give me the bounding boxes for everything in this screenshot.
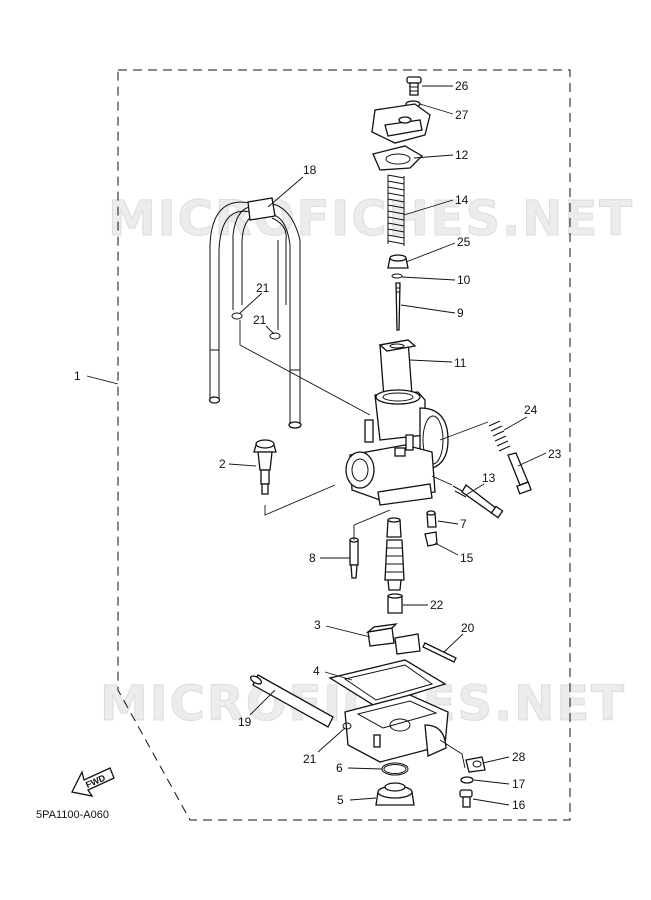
callout-22: 22 (430, 598, 444, 612)
watermark-top: MICROFICHES.NET (108, 191, 634, 247)
callout-4: 4 (313, 664, 320, 678)
part-8-pilot-jet (349, 537, 359, 579)
callout-13: 13 (482, 471, 496, 485)
part-2-throttle-stop-screw (253, 439, 277, 495)
part-26-screw (406, 76, 422, 96)
part-6-o-ring (381, 762, 409, 776)
callout-16: 16 (512, 798, 526, 812)
assembly-boundary (117, 69, 571, 821)
part-4-gasket (328, 659, 447, 707)
part-10-clip (391, 273, 403, 279)
callout-15: 15 (460, 551, 474, 565)
callout-19: 19 (238, 715, 252, 729)
callout-28: 28 (512, 750, 526, 764)
callout-10: 10 (457, 273, 471, 287)
part-14-spring (387, 174, 405, 246)
callout-17: 17 (512, 777, 526, 791)
callout-5: 5 (337, 793, 344, 807)
diagram-code: 5PA1100-A060 (36, 809, 109, 821)
part-3-float (365, 623, 421, 655)
leader-lines (86, 85, 547, 806)
callout-18: 18 (303, 163, 317, 177)
part-1-carburetor-body (345, 389, 449, 506)
callout-3: 3 (314, 618, 321, 632)
callout-12: 12 (455, 148, 469, 162)
part-float-chamber (344, 694, 449, 763)
part-17-washer (460, 776, 474, 784)
part-16-bolt (459, 789, 473, 808)
part-18-vent-hoses (208, 197, 302, 429)
part-21-clamp-lower (342, 722, 352, 730)
part-5-drain-plug (375, 782, 415, 806)
callout-2: 2 (219, 457, 226, 471)
part-25-needle-holder (387, 254, 409, 269)
callout-6: 6 (336, 761, 343, 775)
part-19-overflow-hose (249, 674, 334, 728)
callout-27: 27 (455, 108, 469, 122)
part-22-main-jet (387, 593, 403, 614)
callout-8: 8 (309, 551, 316, 565)
callout-21-upper-b: 21 (253, 313, 267, 327)
callout-23: 23 (548, 447, 562, 461)
part-13-pilot-screw (452, 484, 504, 519)
part-needle-jet (384, 517, 405, 591)
part-2-route-line (264, 484, 336, 516)
callout-26: 26 (455, 79, 469, 93)
part-24-route-line (439, 421, 489, 441)
callout-9: 9 (457, 306, 464, 320)
callout-25: 25 (457, 235, 471, 249)
part-23-screw (507, 452, 532, 495)
part-28-bracket (465, 756, 486, 773)
part-21-clamps-upper (231, 312, 281, 340)
callout-7: 7 (460, 517, 467, 531)
part-28-route-line (439, 739, 466, 769)
callout-21-lower: 21 (303, 752, 317, 766)
part-11-throttle-valve (378, 339, 417, 399)
part-12-gasket (372, 145, 424, 171)
callout-1: 1 (74, 369, 81, 383)
callout-24: 24 (524, 403, 538, 417)
part-top-cap (371, 103, 431, 144)
hose-route-line (239, 320, 371, 416)
part-24-spring (488, 420, 511, 452)
part-7-needle-jet-plug (426, 510, 437, 528)
part-15-clip (424, 531, 438, 547)
part-13-route-line (431, 475, 453, 486)
fwd-label: FWD (84, 772, 107, 790)
callout-14: 14 (455, 193, 469, 207)
callout-21-upper-a: 21 (256, 281, 270, 295)
part-8-route-line (353, 509, 391, 540)
part-9-jet-needle (395, 282, 401, 331)
part-20-float-pin (422, 642, 457, 663)
callout-20: 20 (461, 621, 475, 635)
callout-11: 11 (454, 356, 467, 370)
fwd-arrow-icon: FWD (71, 767, 115, 797)
